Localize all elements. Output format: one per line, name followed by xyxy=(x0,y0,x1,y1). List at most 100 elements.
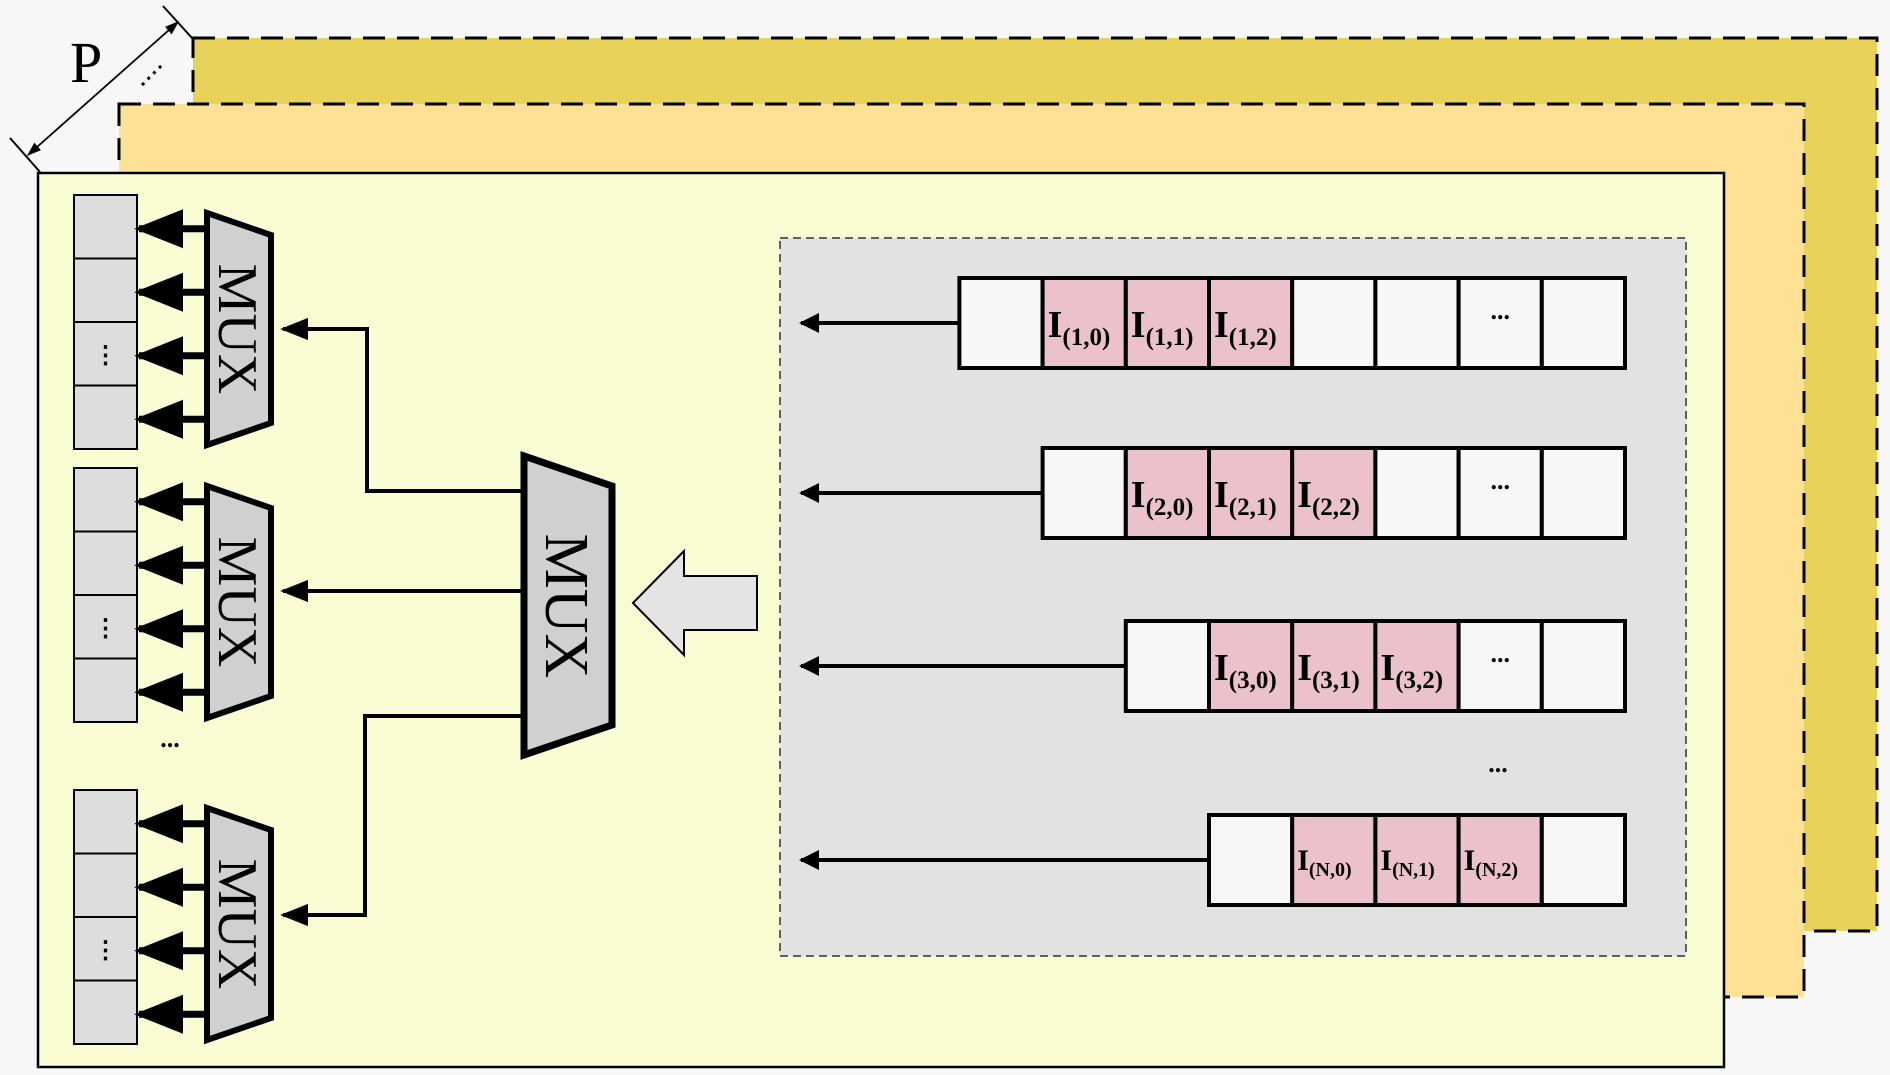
register-group: ⋮ MUX xyxy=(73,467,274,723)
register-group: ⋮ MUX xyxy=(73,194,274,450)
depth-ellipsis xyxy=(140,62,165,87)
mux-wires xyxy=(280,317,524,927)
cell-label: I(N,0) xyxy=(1297,844,1351,881)
cell-label: I(2,0) xyxy=(1131,474,1194,521)
buffer-cell xyxy=(1539,813,1628,907)
cell-empty xyxy=(1123,619,1212,713)
rows-ellipsis: ... xyxy=(1488,749,1508,778)
register-cell xyxy=(73,657,138,723)
buffer-cell xyxy=(1040,446,1128,540)
register-cell xyxy=(73,789,138,855)
cell-empty xyxy=(1539,813,1628,907)
cell-highlighted xyxy=(1207,619,1295,713)
cell-empty xyxy=(1207,813,1295,907)
wire-top xyxy=(280,317,524,493)
cell-empty xyxy=(1539,276,1628,370)
cell-highlighted xyxy=(1207,446,1295,540)
buffer-cell: I(3,1) xyxy=(1290,619,1378,713)
wire-bottom xyxy=(280,714,524,927)
buffer-cell: ... xyxy=(1456,446,1544,540)
buffer-cell: I(N,2) xyxy=(1456,813,1544,907)
cell-label: I(1,1) xyxy=(1131,304,1194,351)
buffer-cell xyxy=(1373,446,1461,540)
cell-empty xyxy=(1539,446,1628,540)
small-mux-label: MUX xyxy=(206,537,268,668)
register-group: ⋮MUX xyxy=(73,789,274,1045)
cell-empty xyxy=(1539,619,1628,713)
register-cell xyxy=(73,979,138,1045)
cell-highlighted xyxy=(1456,813,1544,907)
buffer-cell xyxy=(957,276,1045,370)
cell-label: I(1,2) xyxy=(1214,304,1277,351)
buffer-row: I(1,0) I(1,1) I(1,2)... xyxy=(799,276,1628,370)
buffer-cell: I(N,0) xyxy=(1290,813,1378,907)
buffer-cell xyxy=(1207,813,1295,907)
buffer-cell: I(2,0) xyxy=(1123,446,1212,540)
small-mux-shape xyxy=(204,481,274,723)
buffer-cell: I(1,2) xyxy=(1207,276,1295,370)
cell-label: I(3,0) xyxy=(1214,647,1277,694)
buffer-cell: I(1,0) xyxy=(1040,276,1128,370)
buffer-cell: I(N,1) xyxy=(1373,813,1461,907)
cell-label: I(2,2) xyxy=(1297,474,1360,521)
cell-ellipsis: ... xyxy=(1490,466,1510,495)
cell-empty xyxy=(1040,446,1128,540)
buffer-cell: I(1,1) xyxy=(1123,276,1212,370)
big-mux-label: MUX xyxy=(532,534,600,679)
hollow-left-arrow-icon xyxy=(631,548,758,658)
register-cell xyxy=(73,384,138,450)
buffer-cell xyxy=(1539,276,1628,370)
buffer-cell: ... xyxy=(1456,619,1544,713)
small-mux-label: MUX xyxy=(206,264,268,395)
cell-highlighted xyxy=(1123,446,1212,540)
buffer-cell: I(2,2) xyxy=(1290,446,1378,540)
register-ellipsis: ⋮ xyxy=(94,616,118,642)
depth-dimension: P xyxy=(9,5,193,173)
cell-empty xyxy=(1373,446,1461,540)
buffer-cell xyxy=(1123,619,1212,713)
register-groups: ⋮MUX⋮MUX⋮MUX xyxy=(73,194,274,1045)
small-mux-label: MUX xyxy=(206,859,268,990)
register-ellipsis: ⋮ xyxy=(94,343,118,369)
buffer-cell xyxy=(1539,619,1628,713)
buffer-cell: I(3,0) xyxy=(1207,619,1295,713)
cell-highlighted xyxy=(1290,813,1378,907)
register-cell xyxy=(73,194,138,260)
buffer-cell xyxy=(1373,276,1461,370)
cell-highlighted xyxy=(1123,276,1212,370)
buffer-cell xyxy=(1290,276,1378,370)
buffer-cell: I(3,2) xyxy=(1373,619,1461,713)
groups-ellipsis: ... xyxy=(160,724,180,753)
cell-highlighted xyxy=(1373,813,1461,907)
cell-ellipsis: ... xyxy=(1490,296,1510,325)
big-mux: MUX xyxy=(520,451,616,760)
cell-label: I(N,1) xyxy=(1380,844,1434,881)
small-mux-shape xyxy=(204,208,274,450)
buffer-row: I(N,0) I(N,1) I(N,2) xyxy=(799,813,1628,907)
buffer-cell: I(2,1) xyxy=(1207,446,1295,540)
cell-label: I(N,2) xyxy=(1464,844,1518,881)
cell-label: I(2,1) xyxy=(1214,474,1277,521)
depth-arrow xyxy=(26,21,180,156)
cell-empty xyxy=(1456,276,1544,370)
cell-empty xyxy=(1456,446,1544,540)
small-mux-shape xyxy=(204,803,274,1045)
buffer-row: I(3,0) I(3,1)I(3,2)... xyxy=(799,619,1628,713)
register-cell xyxy=(73,852,138,918)
buffer-rows: I(1,0) I(1,1) I(1,2)... I(2,0) I(2,1) I(2,2).… xyxy=(799,276,1628,907)
cell-empty xyxy=(1373,276,1461,370)
cell-empty xyxy=(957,276,1045,370)
big-mux-shape xyxy=(520,451,616,760)
cell-highlighted xyxy=(1207,276,1295,370)
cell-label: I(1,0) xyxy=(1048,304,1111,351)
depth-tick-bottom xyxy=(9,137,41,173)
buffer-cell xyxy=(1539,446,1628,540)
cell-highlighted xyxy=(1373,619,1461,713)
cell-label: I(3,2) xyxy=(1380,647,1443,694)
register-cell xyxy=(73,530,138,596)
cell-ellipsis: ... xyxy=(1490,639,1510,668)
cell-empty xyxy=(1290,276,1378,370)
register-cell xyxy=(73,467,138,533)
depth-label: P xyxy=(70,30,102,95)
